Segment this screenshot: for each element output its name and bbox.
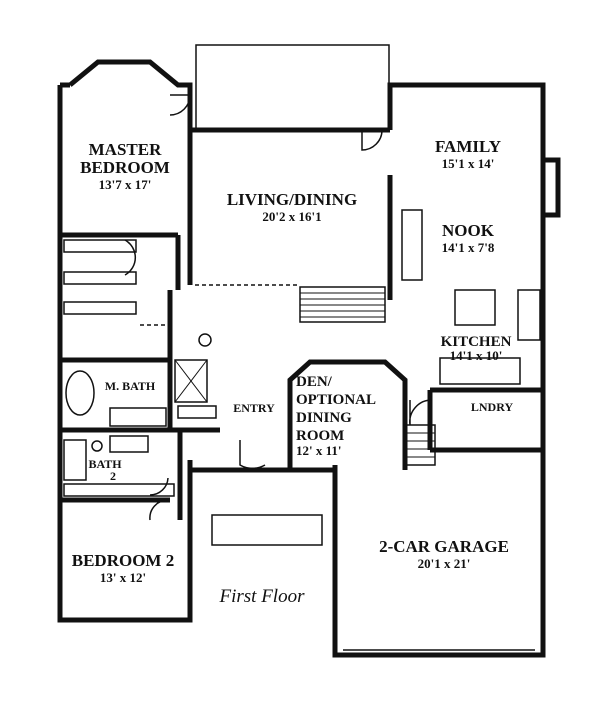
family-name: FAMILY [435, 137, 501, 156]
kitchen-name: KITCHEN [441, 334, 512, 350]
room-labels: MASTER BEDROOM 13'7 x 17' LIVING/DINING … [72, 137, 514, 607]
floor-label: First Floor [219, 586, 306, 607]
garage-name: 2-CAR GARAGE [379, 537, 509, 556]
den-name-line2: OPTIONAL [296, 392, 376, 408]
exterior-walls [57, 44, 561, 658]
m-bath-name: M. BATH [105, 379, 156, 393]
den-size: 12' x 11' [296, 443, 342, 458]
bedroom2-name: BEDROOM 2 [72, 551, 174, 570]
living-dining-size: 20'2 x 16'1 [262, 209, 321, 224]
interior-walls [60, 130, 543, 520]
den-name-line3: DINING [296, 410, 352, 426]
bedroom2-size: 13' x 12' [100, 570, 146, 585]
living-dining-name: LIVING/DINING [227, 190, 357, 209]
bath2-name: BATH [88, 457, 122, 471]
master-bedroom-size: 13'7 x 17' [99, 177, 152, 192]
family-size: 15'1 x 14' [442, 156, 495, 171]
kitchen-size: 14'1 x 10' [450, 348, 503, 363]
master-bedroom-name-line1: MASTER [89, 140, 162, 159]
nook-name: NOOK [442, 221, 495, 240]
den-name-line1: DEN/ [296, 374, 333, 390]
nook-size: 14'1 x 7'8 [442, 240, 495, 255]
entry-name: ENTRY [233, 401, 275, 415]
door-swings [124, 94, 433, 521]
garage-size: 20'1 x 21' [418, 556, 471, 571]
bath-fixtures [63, 333, 212, 481]
stairs [299, 286, 436, 466]
bath2-number: 2 [110, 469, 116, 483]
den-name-line4: ROOM [296, 428, 344, 444]
laundry-name: LNDRY [471, 400, 514, 414]
master-bedroom-name-line2: BEDROOM [80, 158, 170, 177]
closet-shelving [63, 239, 217, 497]
